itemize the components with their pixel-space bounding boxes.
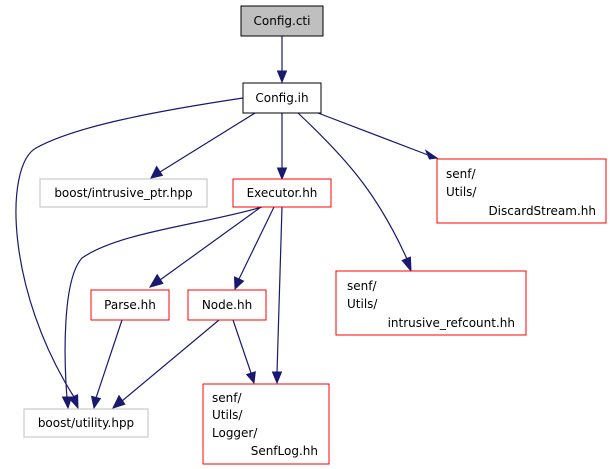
edge-executor-to-parse bbox=[148, 206, 262, 288]
edge-config-ih-to-executor bbox=[276, 113, 288, 181]
node-executor-box bbox=[232, 178, 332, 208]
edges bbox=[15, 36, 439, 410]
node-senflog-box bbox=[202, 383, 330, 465]
node-boost-utility-label: boost/utility.hpp bbox=[38, 416, 134, 430]
node-senflog-line-2: Utils/ bbox=[212, 408, 243, 422]
edge-config-ih-to-discard-stream bbox=[317, 112, 439, 160]
node-config-cti-box bbox=[240, 5, 324, 37]
node-executor-label: Executor.hh bbox=[247, 186, 318, 200]
node-node[interactable]: Node.hh bbox=[187, 289, 267, 321]
node-discard-stream[interactable]: senf/ Utils/ DiscardStream.hh bbox=[436, 158, 607, 224]
node-intrusive-refcount-line-1: senf/ bbox=[347, 279, 377, 293]
node-boost-intrusive-ptr-label: boost/intrusive_ptr.hpp bbox=[54, 186, 192, 200]
edge-config-ih-to-intrusive-refcount bbox=[297, 112, 412, 273]
edge-config-cti-to-config-ih bbox=[276, 36, 288, 84]
node-intrusive-refcount-box bbox=[335, 270, 527, 336]
node-parse[interactable]: Parse.hh bbox=[90, 289, 170, 321]
node-intrusive-refcount-line-2: Utils/ bbox=[347, 297, 378, 311]
node-senflog-line-3: Logger/ bbox=[212, 426, 258, 440]
edge-executor-to-node bbox=[233, 206, 275, 291]
edge-node-to-senflog bbox=[232, 319, 256, 385]
node-boost-utility-box bbox=[23, 408, 149, 438]
edge-node-to-boost-utility bbox=[112, 319, 220, 409]
edge-executor-to-boost-utility bbox=[61, 206, 263, 410]
node-executor[interactable]: Executor.hh bbox=[232, 178, 332, 208]
node-config-cti-label: Config.cti bbox=[254, 14, 311, 28]
node-config-ih-label: Config.ih bbox=[255, 91, 308, 105]
node-discard-stream-box bbox=[436, 158, 607, 224]
node-senflog[interactable]: senf/ Utils/ Logger/ SenfLog.hh bbox=[202, 383, 330, 465]
edge-config-ih-to-boost-intrusive-ptr bbox=[150, 112, 256, 179]
nodes: Config.cti Config.ih boost/intrusive_ptr… bbox=[23, 5, 607, 465]
node-boost-utility[interactable]: boost/utility.hpp bbox=[23, 408, 149, 438]
node-parse-label: Parse.hh bbox=[104, 298, 156, 312]
edge-executor-to-senflog bbox=[271, 206, 283, 385]
node-intrusive-refcount[interactable]: senf/ Utils/ intrusive_refcount.hh bbox=[335, 270, 527, 336]
node-config-cti[interactable]: Config.cti bbox=[240, 5, 324, 37]
node-senflog-line-1: senf/ bbox=[212, 391, 242, 405]
node-discard-stream-line-1: senf/ bbox=[446, 167, 476, 181]
node-node-label: Node.hh bbox=[202, 298, 252, 312]
node-config-ih-box bbox=[242, 82, 322, 114]
node-senflog-line-4: SenfLog.hh bbox=[251, 444, 318, 458]
node-boost-intrusive-ptr-box bbox=[39, 178, 208, 208]
node-intrusive-refcount-line-3: intrusive_refcount.hh bbox=[388, 316, 515, 330]
node-parse-box bbox=[90, 289, 170, 321]
node-discard-stream-line-3: DiscardStream.hh bbox=[488, 204, 596, 218]
node-boost-intrusive-ptr[interactable]: boost/intrusive_ptr.hpp bbox=[39, 178, 208, 208]
node-node-box bbox=[187, 289, 267, 321]
node-discard-stream-line-2: Utils/ bbox=[446, 185, 477, 199]
node-config-ih[interactable]: Config.ih bbox=[242, 82, 322, 114]
edge-parse-to-boost-utility bbox=[90, 319, 123, 410]
